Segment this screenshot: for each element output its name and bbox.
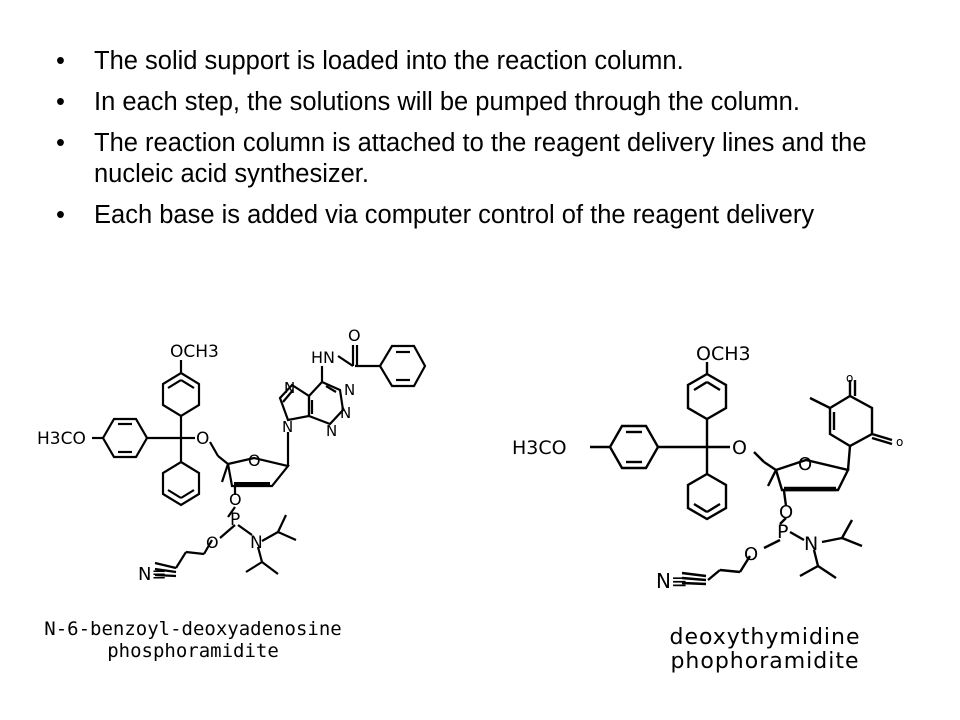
right-caption: deoxythymidine phophoramidite <box>620 626 910 674</box>
hn-label: HN <box>311 348 335 367</box>
och3-label: OCH3 <box>170 342 219 362</box>
h3co-label: H3CO <box>37 429 86 449</box>
bullet-text: Each base is added via computer control … <box>94 201 815 229</box>
h3co-label: H3CO <box>512 437 567 459</box>
purine-n9-label: N <box>282 418 293 436</box>
purine-n3-label: N <box>326 422 337 440</box>
oxygen-label: O <box>196 429 209 449</box>
och3-label: OCH3 <box>696 343 751 365</box>
bullet-dot: • <box>56 201 65 229</box>
purine-n7-label: N <box>284 379 295 397</box>
oxygen-label: O <box>798 454 812 475</box>
carbonyl-oxygen-label: o <box>896 435 903 449</box>
caption-line: phophoramidite <box>670 649 860 674</box>
phosphorus-label: P <box>777 521 788 543</box>
bullet-dot: • <box>56 88 65 116</box>
bullet-item: • Each base is added via computer control… <box>56 200 936 231</box>
purine-n3-label: N <box>340 404 351 422</box>
oxygen-label: O <box>206 533 219 552</box>
bullet-text: The reaction column is attached to the r… <box>94 129 867 188</box>
nitrile-label: N≡ <box>656 569 688 593</box>
bullet-item: • The reaction column is attached to the … <box>56 128 936 190</box>
oxygen-label: O <box>248 451 261 470</box>
bullet-list: • The solid support is loaded into the re… <box>56 46 936 241</box>
carbonyl-oxygen-label: o <box>846 371 853 385</box>
carbonyl-oxygen-label: O <box>348 326 361 345</box>
bullet-item: • In each step, the solutions will be pum… <box>56 87 936 118</box>
caption-line: phosphoramidite <box>107 640 279 662</box>
oxygen-label: O <box>744 544 758 565</box>
nitrile-label: N≡ <box>138 564 167 585</box>
bullet-item: • The solid support is loaded into the re… <box>56 46 936 77</box>
caption-line: N-6-benzoyl-deoxyadenosine <box>44 618 342 640</box>
amine-nitrogen-label: N <box>804 533 818 555</box>
caption-line: deoxythymidine <box>669 625 861 650</box>
oxygen-label: O <box>732 437 747 459</box>
phosphorus-label: P <box>230 510 240 530</box>
bullet-dot: • <box>56 47 65 75</box>
amine-nitrogen-label: N <box>250 533 263 553</box>
bullet-text: In each step, the solutions will be pump… <box>94 88 800 116</box>
bullet-dot: • <box>56 129 65 157</box>
oxygen-label: O <box>779 502 793 523</box>
left-caption: N-6-benzoyl-deoxyadenosine phosphoramidi… <box>28 618 358 662</box>
oxygen-label: O <box>229 490 242 509</box>
purine-n1-label: N <box>344 381 355 399</box>
bullet-text: The solid support is loaded into the rea… <box>94 47 684 75</box>
